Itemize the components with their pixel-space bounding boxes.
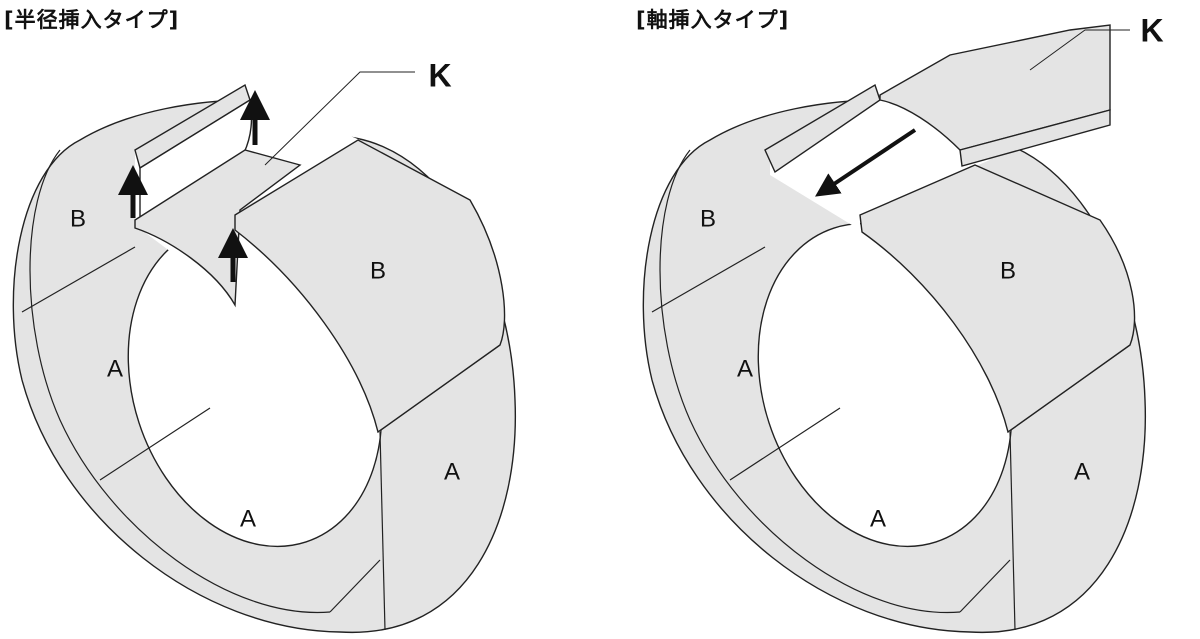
segment-label-a: A: [240, 505, 256, 532]
right-b-segment-right: [859, 164, 1136, 434]
segment-label-k: K: [1140, 12, 1163, 48]
segment-label-b: B: [70, 205, 86, 232]
insert-arrow-icon: [815, 128, 917, 197]
segment-label-b: B: [1000, 257, 1016, 284]
left-b-segment-right: [234, 139, 506, 434]
left-diagram-title: [半径挿入タイプ]: [4, 8, 180, 32]
right-diagram-title: [軸挿入タイプ]: [636, 8, 790, 32]
right-k-segment: [879, 24, 1111, 151]
segment-label-a: A: [444, 458, 460, 485]
segment-label-a: A: [107, 355, 123, 382]
segment-label-a: A: [737, 355, 753, 382]
k-leader-line: [264, 71, 415, 166]
right-ring-assembly: B A A A B K: [642, 12, 1164, 634]
segment-label-b: B: [370, 257, 386, 284]
segment-label-k: K: [428, 57, 451, 93]
left-ring-assembly: B A A A B K: [12, 57, 517, 634]
segment-label-a: A: [1074, 458, 1090, 485]
k-leader-line: [1029, 29, 1130, 71]
segment-label-a: A: [870, 505, 886, 532]
segment-label-b: B: [700, 205, 716, 232]
